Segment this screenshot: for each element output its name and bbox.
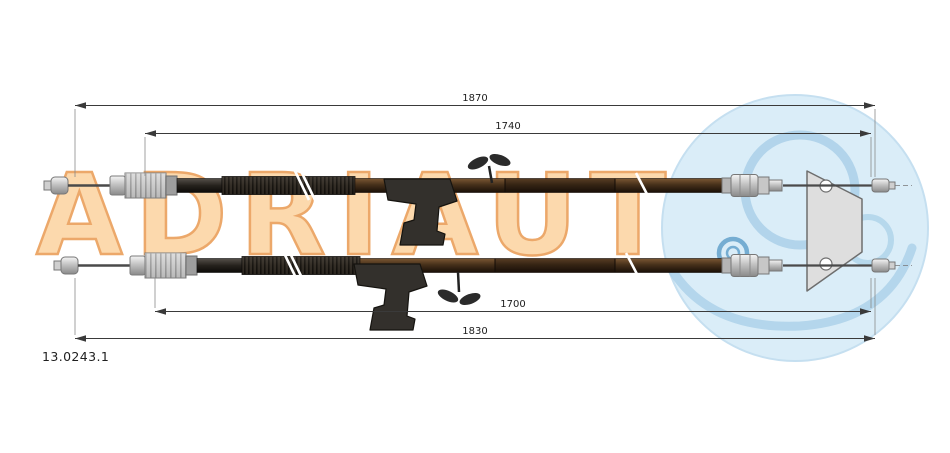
- cable-top-end-nipple: [871, 178, 896, 193]
- cable-bottom-break-marks: [281, 250, 641, 281]
- dimension-arrow-right: [860, 130, 871, 137]
- cable-top: [43, 153, 912, 246]
- cable-top-conduit-left: [176, 178, 223, 193]
- dimension-arrow-right: [864, 335, 875, 342]
- cable-bottom-conduit-dark-span: [495, 258, 615, 273]
- dimension-arrow-right: [860, 308, 871, 315]
- cable-bottom-adjuster: [129, 252, 198, 279]
- cable-bottom-conduit-left: [196, 258, 243, 273]
- cable-bottom-left-end-fitting: [53, 256, 79, 275]
- dimension-label-outer-bottom: 1830: [462, 326, 487, 337]
- dimension-inner-top: 1740: [144, 121, 872, 177]
- dimension-arrow-left: [145, 130, 156, 137]
- part-number: 13.0243.1: [42, 349, 110, 364]
- dimension-arrow-left: [75, 102, 86, 109]
- cable-top-conduit-dark-span: [505, 178, 615, 193]
- dimension-outer-bottom: 1830: [74, 278, 876, 342]
- dimension-inner-bottom: 1700: [154, 278, 872, 315]
- cable-top-spring-sheath: [221, 176, 356, 195]
- cable-bottom: [53, 250, 912, 331]
- dimension-outer-top: 1870: [74, 93, 876, 177]
- cable-bottom-end-nipple: [871, 258, 896, 273]
- cable-top-adjuster: [109, 172, 178, 199]
- cable-top-mounting-bracket: [383, 178, 458, 246]
- cable-top-right-fitting: [721, 174, 783, 197]
- dimension-arrow-left: [75, 335, 86, 342]
- dimension-arrow-left: [155, 308, 166, 315]
- dimension-label-inner-top: 1740: [495, 121, 520, 132]
- cable-top-break-marks: [293, 170, 651, 201]
- cable-bottom-mounting-bracket: [353, 263, 428, 331]
- equalizer-hole-bottom: [819, 257, 833, 271]
- cable-top-left-end-fitting: [43, 176, 69, 195]
- dimension-label-inner-bottom: 1700: [500, 299, 525, 310]
- cable-bottom-retaining-clip: [437, 271, 481, 306]
- cable-top-retaining-clip: [467, 153, 511, 184]
- cable-bottom-right-fitting: [721, 254, 783, 277]
- cable-bottom-spring-sheath: [241, 256, 361, 275]
- logo-watermark: [661, 94, 929, 362]
- dimension-label-outer-top: 1870: [462, 93, 487, 104]
- dimension-arrow-right: [864, 102, 875, 109]
- logo-swoosh: [667, 243, 917, 331]
- equalizer-bracket: [806, 170, 863, 292]
- logo-circle: [661, 94, 929, 362]
